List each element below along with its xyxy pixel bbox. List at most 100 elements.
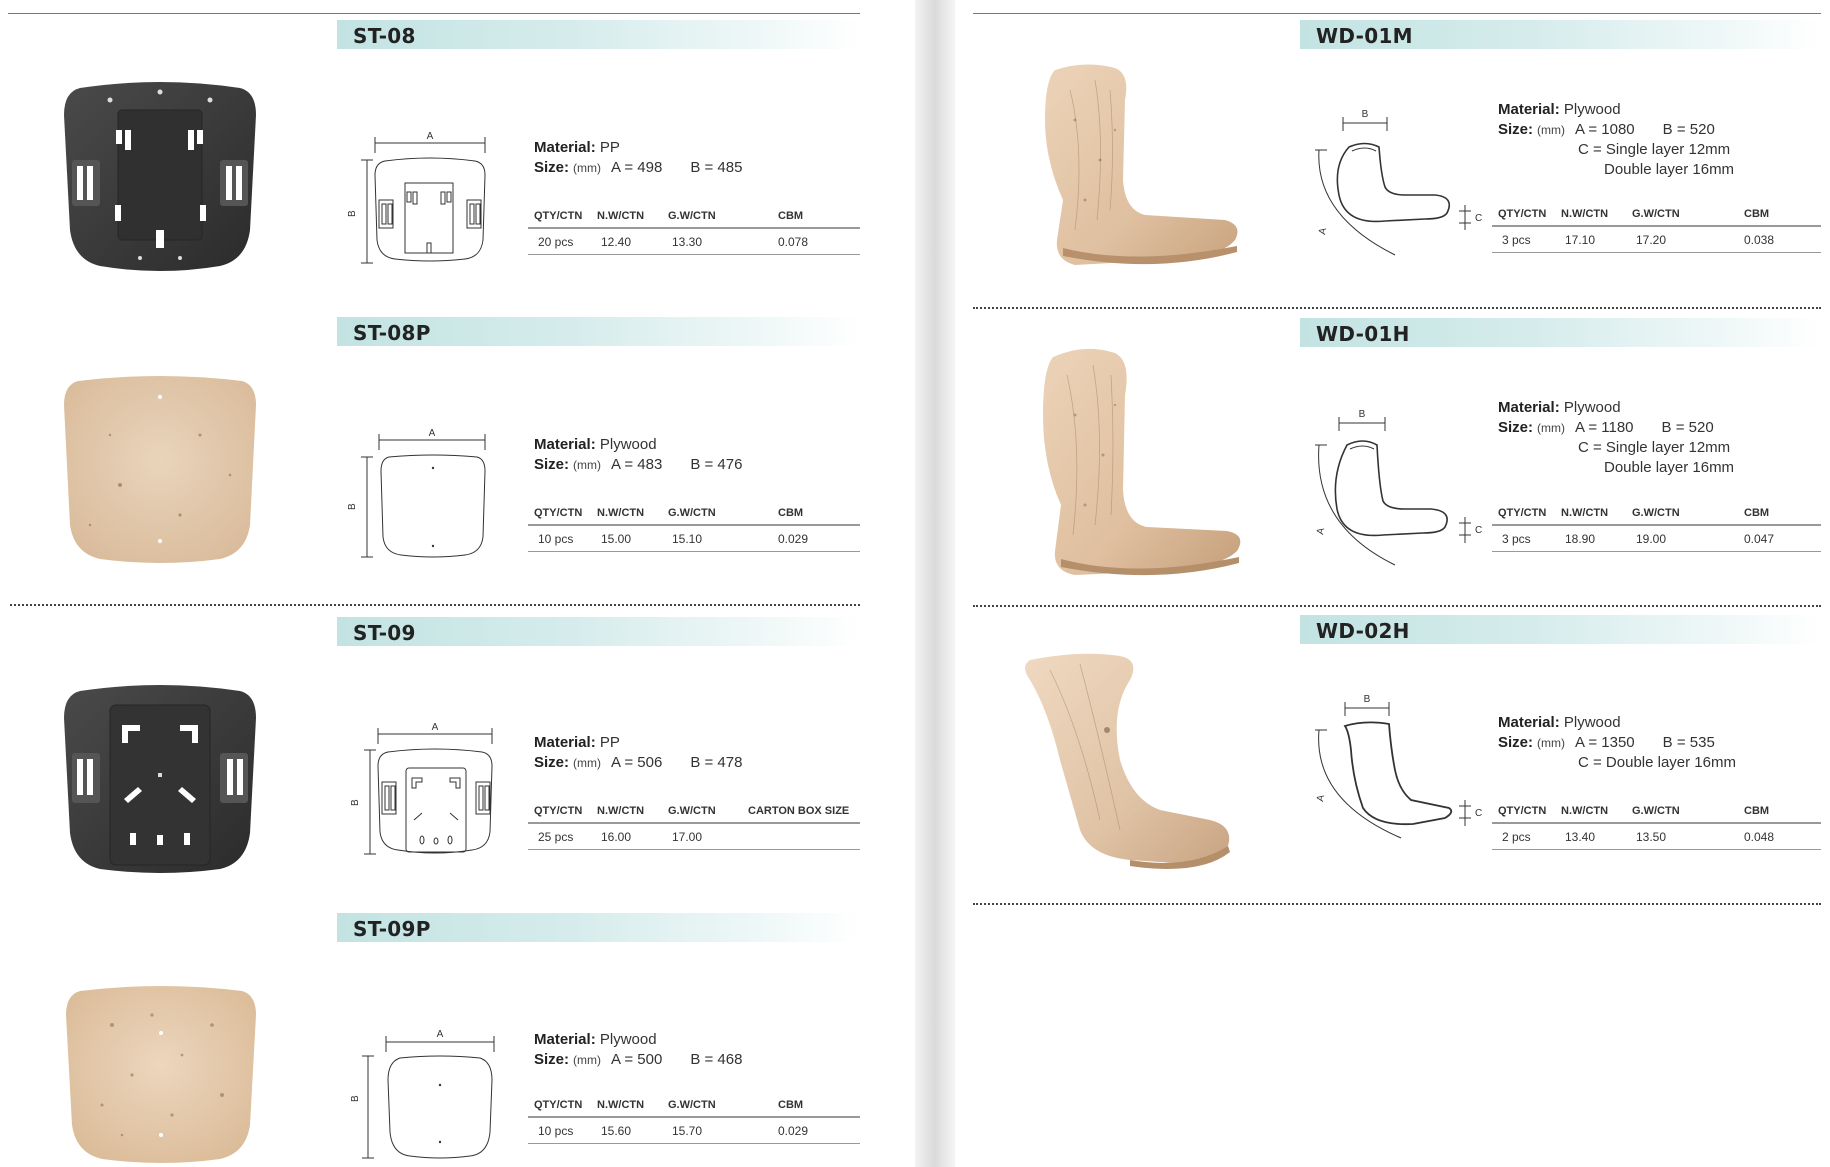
col-header: N.W/CTN [591,507,662,526]
table-cell: 16.00 [591,823,662,850]
drawing-label-a: A [432,722,439,733]
size-label: Size: [534,1051,570,1068]
table-cell: 15.60 [591,1117,662,1144]
material-value: Plywood [599,436,657,453]
section-divider [10,604,860,606]
drawing-label-a: A [429,428,436,439]
material-label: Material: [534,139,596,156]
col-header: QTY/CTN [528,1099,591,1118]
drawing-label-b: B [347,210,358,217]
drawing-label-a: A [437,1029,444,1040]
size-c-line-2: Double layer 16mm [1604,161,1735,178]
product-code: WD-01M [1316,24,1413,48]
packing-table: QTY/CTN N.W/CTN G.W/CTN CBM 10 pcs 15.60… [528,1099,860,1144]
size-a: A = 1350 [1575,734,1635,751]
material-value: Plywood [599,1031,657,1048]
section-divider [973,903,1821,905]
material-label: Material: [1498,714,1560,731]
drawing-label-a: A [1317,227,1329,236]
col-header: N.W/CTN [591,210,662,229]
material-label: Material: [534,1031,596,1048]
table-cell: 10 pcs [528,525,591,552]
size-b: B = 535 [1662,734,1715,751]
size-b: B = 520 [1661,419,1714,436]
dimension-drawing-icon: B A C [1315,409,1482,566]
plywood-seat-icon [64,376,256,563]
col-header: CBM [1704,208,1821,227]
packing-table: QTY/CTN N.W/CTN G.W/CTN CBM 3 pcs 17.10 … [1492,208,1821,253]
table-row: 10 pcs 15.60 15.70 0.029 [528,1117,860,1144]
size-label: Size: [534,754,570,771]
table-cell: 25 pcs [528,823,591,850]
col-header: QTY/CTN [1492,507,1555,526]
drawing-label-b: B [350,1095,361,1102]
table-cell: 10 pcs [528,1117,591,1144]
col-header: N.W/CTN [591,805,662,824]
size-a: A = 1180 [1575,419,1634,436]
drawing-label-a: A [1315,794,1327,803]
size-a: A = 1080 [1575,121,1635,138]
drawing-label-b: B [1359,409,1366,420]
table-row: 2 pcs 13.40 13.50 0.048 [1492,823,1821,850]
dimension-drawing-icon: A B [347,428,486,558]
dimension-drawing-icon: A B [347,131,486,264]
drawing-label-a: A [427,131,434,142]
col-header: G.W/CTN [662,805,740,824]
material-label: Material: [534,734,596,751]
size-a: A = 506 [611,754,663,771]
col-header: G.W/CTN [1626,208,1704,227]
col-header: CARTON BOX SIZE [740,805,860,824]
table-cell: 2 pcs [1492,823,1555,850]
product-title-bar: ST-09 [337,617,860,646]
table-cell: 17.10 [1555,226,1626,253]
material-value: Plywood [1563,714,1621,731]
size-unit: (mm) [573,458,601,472]
col-header: QTY/CTN [528,507,591,526]
dimension-drawing-icon: B A C [1315,694,1482,839]
table-cell: 17.00 [662,823,740,850]
product-code: WD-02H [1316,619,1410,643]
size-unit: (mm) [573,1053,601,1067]
bentwood-chair-shell-icon [1025,653,1230,869]
size-b: B = 485 [690,159,743,176]
col-header: N.W/CTN [1555,805,1626,824]
drawing-label-b: B [350,799,361,806]
left-page: ST-08 [8,13,860,1163]
table-cell: 20 pcs [528,228,591,255]
col-header: N.W/CTN [1555,208,1626,227]
col-header: CBM [1704,805,1821,824]
col-header: CBM [740,1099,860,1118]
col-header: N.W/CTN [591,1099,662,1118]
table-cell: 13.30 [662,228,740,255]
size-label: Size: [534,159,570,176]
table-cell: 17.20 [1626,226,1704,253]
table-cell: 3 pcs [1492,226,1555,253]
product-title-bar: ST-09P [337,913,860,942]
table-row: 3 pcs 17.10 17.20 0.038 [1492,226,1821,253]
table-cell [740,823,860,850]
size-unit: (mm) [1537,736,1565,750]
size-label: Size: [534,456,570,473]
packing-table: QTY/CTN N.W/CTN G.W/CTN CBM 20 pcs 12.40… [528,210,860,255]
col-header: QTY/CTN [528,805,591,824]
material-label: Material: [534,436,596,453]
table-cell: 13.50 [1626,823,1704,850]
table-row: 10 pcs 15.00 15.10 0.029 [528,525,860,552]
dimension-drawing-icon: A B [350,722,493,855]
col-header: QTY/CTN [528,210,591,229]
size-c-line: C = Single layer 12mm [1578,141,1731,158]
table-cell: 0.047 [1704,525,1821,552]
table-cell: 3 pcs [1492,525,1555,552]
product-code: ST-08P [353,321,431,345]
col-header: N.W/CTN [1555,507,1626,526]
drawing-label-c: C [1475,525,1482,536]
material-value: PP [599,139,620,156]
plywood-seat-icon [66,986,256,1163]
product-code: ST-09 [353,621,416,645]
top-rule [8,13,860,14]
